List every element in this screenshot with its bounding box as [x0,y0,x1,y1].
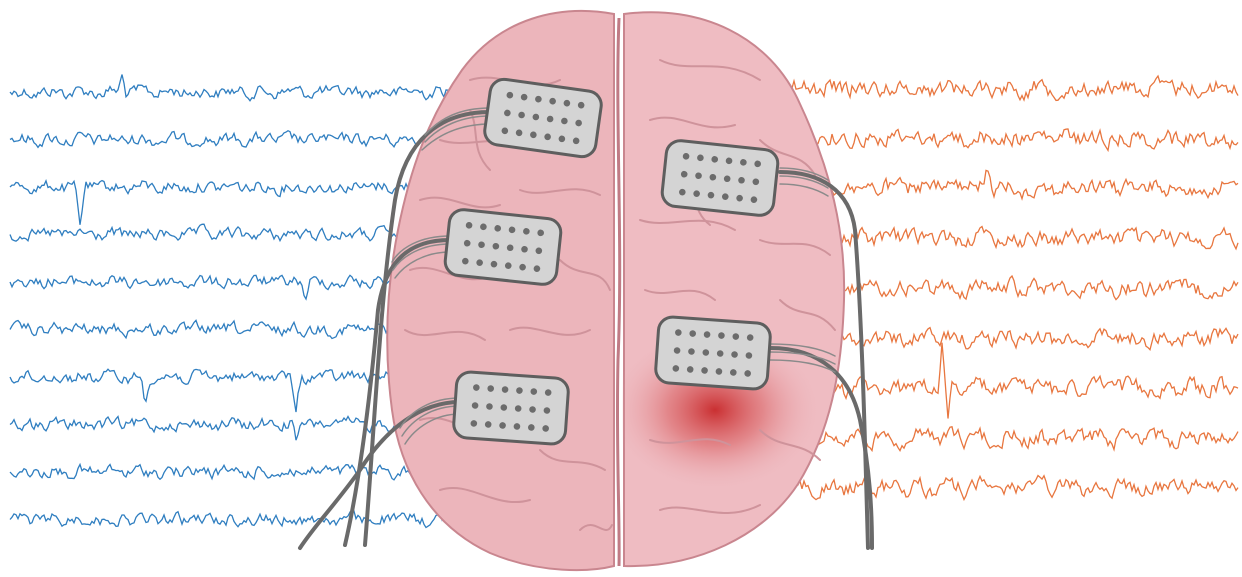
right-eeg-trace [770,476,1238,503]
left-eeg-trace [10,75,470,101]
electrode-pad [655,316,771,390]
left-eeg-trace [10,465,470,480]
electrode-pad [483,78,603,159]
longitudinal-fissure [617,18,619,566]
left-eeg-trace [10,511,470,527]
electrode-pad [444,208,562,285]
electrode-pad [661,139,779,216]
electrode-grid [444,208,562,285]
electrode-grid [483,78,603,159]
electrode-grid [655,316,771,390]
right-eeg-trace [770,129,1238,150]
left-eeg-trace [10,131,470,149]
right-eeg-trace [770,427,1238,451]
electrode-grid [661,139,779,216]
right-eeg-trace [770,76,1238,100]
electrode-grid [453,371,569,445]
brain [387,11,844,570]
electrode-pad [453,371,569,445]
